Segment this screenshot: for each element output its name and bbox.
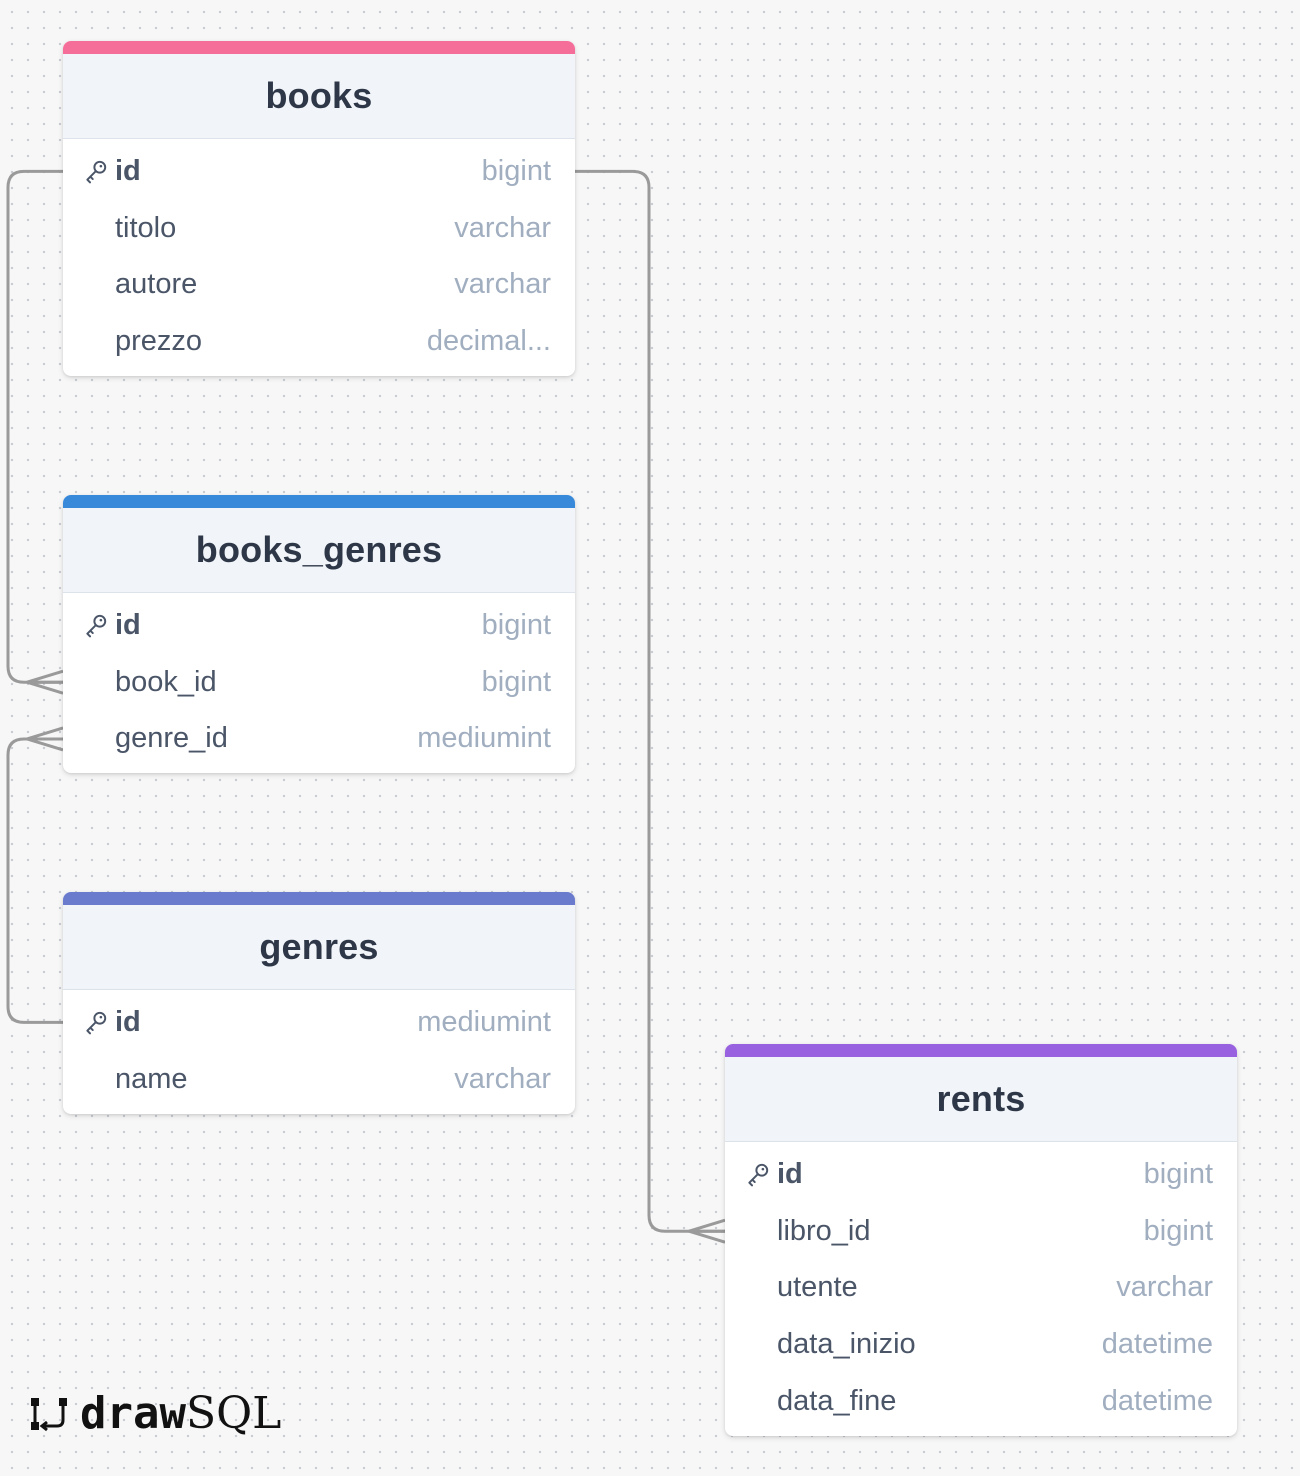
- column-type: datetime: [1101, 1328, 1213, 1361]
- column-type: bigint: [1143, 1214, 1213, 1247]
- column-name: prezzo: [115, 325, 203, 358]
- column-type: varchar: [454, 211, 551, 244]
- column-type: bigint: [481, 608, 551, 641]
- table-books[interactable]: books id bigint titolo varchar autore varchar…: [63, 41, 575, 377]
- column-type: varchar: [454, 1062, 551, 1095]
- table-columns: id mediumint name varchar: [63, 994, 575, 1114]
- table-header[interactable]: books: [63, 54, 575, 139]
- column-row[interactable]: id mediumint: [63, 994, 575, 1051]
- table-header[interactable]: books_genres: [63, 508, 575, 593]
- table-columns: id bigint book_id bigint genre_id mediumint: [63, 597, 575, 773]
- table-columns: id bigint titolo varchar autore varchar prezzo…: [63, 143, 575, 376]
- column-row[interactable]: autore varchar: [63, 257, 575, 314]
- column-name: id: [115, 154, 141, 187]
- column-name: utente: [777, 1271, 858, 1304]
- table-title: books_genres: [195, 529, 443, 570]
- crows-foot-books_genres-genre_id: [26, 726, 64, 752]
- relation-line-books-rents: [575, 169, 725, 1233]
- column-type: mediumint: [417, 1005, 551, 1038]
- table-title: genres: [259, 926, 379, 967]
- column-row[interactable]: prezzo decimal...: [63, 313, 575, 370]
- column-row[interactable]: id bigint: [63, 597, 575, 654]
- column-type: bigint: [1143, 1157, 1213, 1190]
- column-name: libro_id: [777, 1214, 871, 1247]
- column-name: id: [115, 608, 141, 641]
- column-type: datetime: [1101, 1385, 1213, 1418]
- crows-foot-books_genres-book_id: [26, 669, 64, 695]
- table-header[interactable]: rents: [725, 1057, 1237, 1142]
- table-genres[interactable]: genres id mediumint name varchar: [63, 892, 575, 1114]
- column-row[interactable]: book_id bigint: [63, 654, 575, 711]
- table-books-genres[interactable]: books_genres id bigint book_id bigint genre_…: [63, 495, 575, 774]
- table-title: books: [265, 75, 373, 116]
- column-row[interactable]: genre_id mediumint: [63, 711, 575, 768]
- column-name: id: [115, 1005, 141, 1038]
- column-type: bigint: [481, 154, 551, 187]
- relation-line-genres-books_genres: [6, 737, 63, 1024]
- column-type: varchar: [454, 268, 551, 301]
- column-row[interactable]: name varchar: [63, 1051, 575, 1108]
- column-type: bigint: [481, 665, 551, 698]
- table-columns: id bigint libro_id bigint utente varchar data_…: [725, 1146, 1237, 1436]
- column-type: mediumint: [417, 722, 551, 755]
- drawsql-logo-icon: [31, 1397, 67, 1431]
- brand-text-sql: SQL: [185, 1388, 282, 1439]
- column-name: data_fine: [777, 1385, 897, 1418]
- column-name: genre_id: [115, 722, 228, 755]
- crows-foot-rents-libro_id: [688, 1218, 726, 1244]
- primary-key-icon: [745, 1161, 771, 1187]
- column-row[interactable]: libro_id bigint: [725, 1203, 1237, 1260]
- table-color-bar: [63, 892, 575, 905]
- table-color-bar: [725, 1044, 1237, 1057]
- table-color-bar: [63, 495, 575, 508]
- column-row[interactable]: data_fine datetime: [725, 1373, 1237, 1430]
- column-name: book_id: [115, 665, 217, 698]
- column-name: id: [777, 1157, 803, 1190]
- column-name: name: [115, 1062, 188, 1095]
- brand-text-draw: draw: [80, 1388, 186, 1439]
- column-row[interactable]: id bigint: [725, 1146, 1237, 1203]
- column-name: autore: [115, 268, 198, 301]
- primary-key-icon: [83, 1009, 109, 1035]
- column-row[interactable]: titolo varchar: [63, 200, 575, 257]
- column-type: decimal...: [426, 325, 551, 358]
- table-rents[interactable]: rents id bigint libro_id bigint utente varcha…: [725, 1044, 1237, 1436]
- column-row[interactable]: data_inizio datetime: [725, 1316, 1237, 1373]
- column-row[interactable]: utente varchar: [725, 1260, 1237, 1317]
- relation-line-books-books_genres: [6, 169, 63, 684]
- column-name: data_inizio: [777, 1328, 916, 1361]
- primary-key-icon: [83, 612, 109, 638]
- primary-key-icon: [83, 158, 109, 184]
- column-type: varchar: [1116, 1271, 1213, 1304]
- column-row[interactable]: id bigint: [63, 143, 575, 200]
- column-name: titolo: [115, 211, 177, 244]
- table-color-bar: [63, 41, 575, 54]
- table-header[interactable]: genres: [63, 905, 575, 990]
- table-title: rents: [936, 1078, 1026, 1119]
